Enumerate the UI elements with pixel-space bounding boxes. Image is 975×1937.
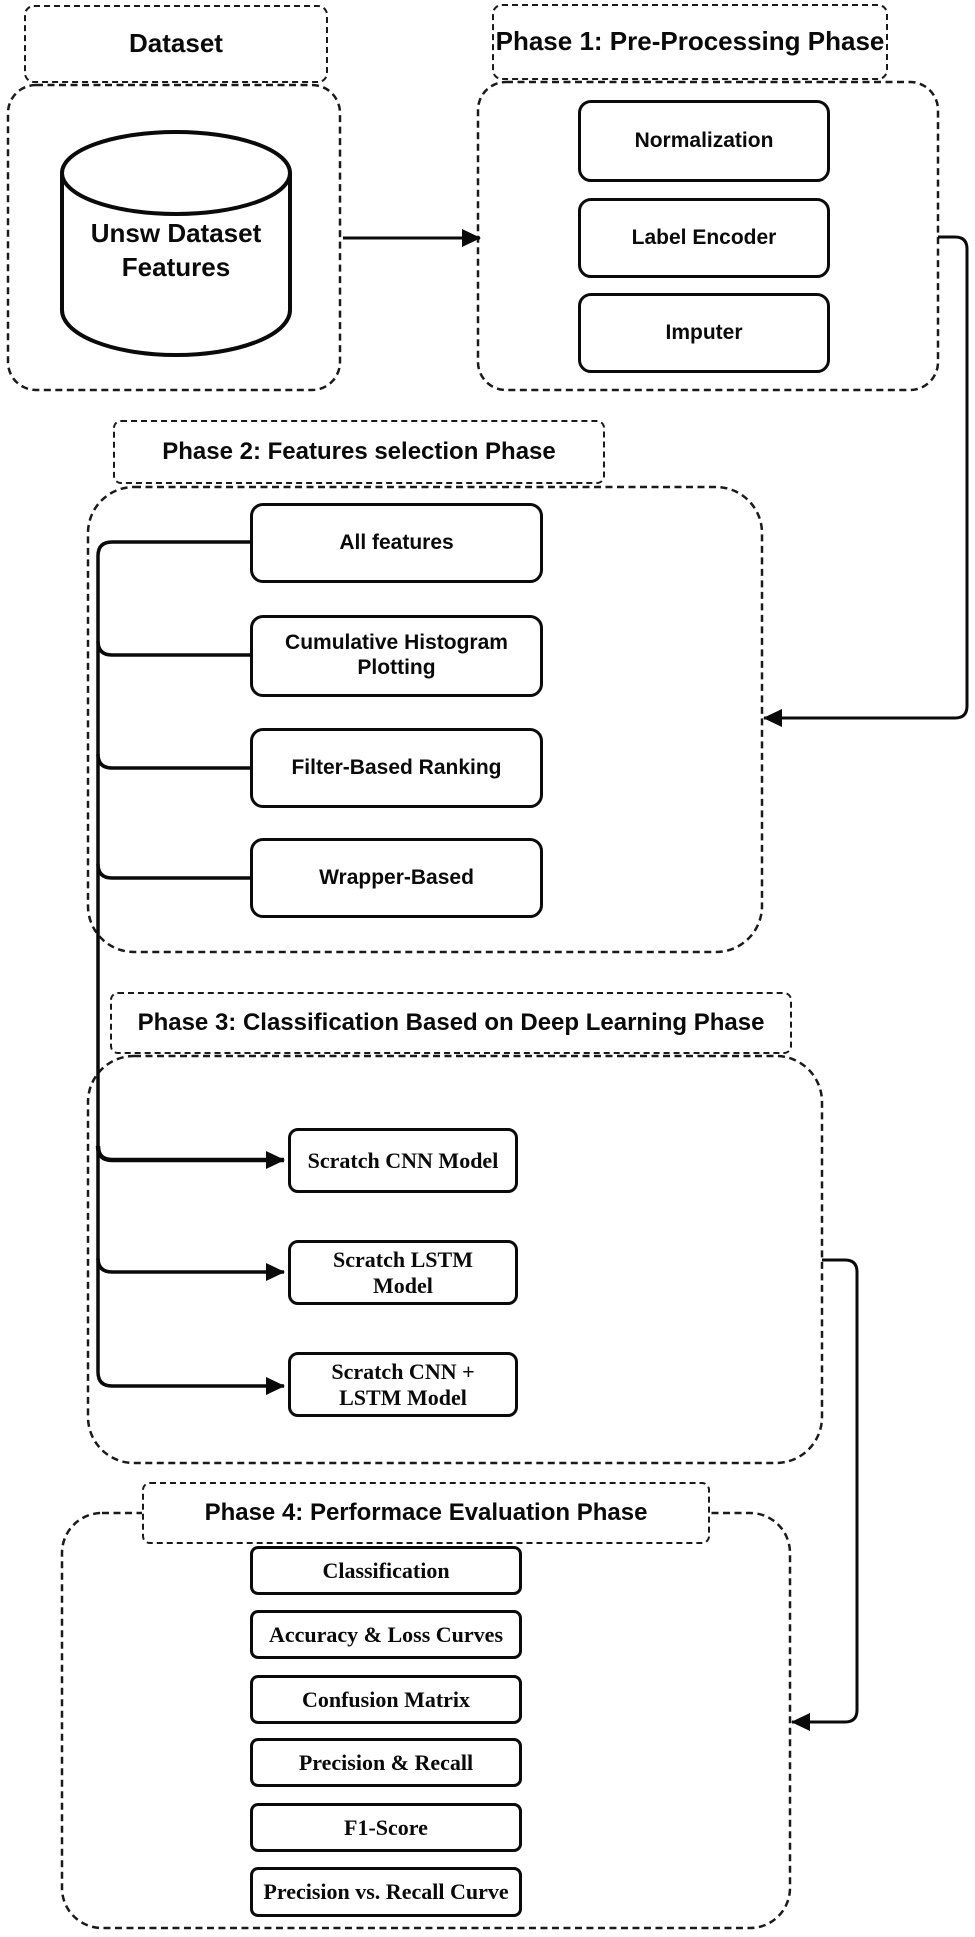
phase4-header: Phase 4: Performace Evaluation Phase — [142, 1482, 710, 1544]
branch-wrapper-based — [96, 863, 250, 880]
cylinder-label-line1: Unsw Dataset — [90, 218, 262, 248]
box-scratch-cnn: Scratch CNN Model — [288, 1128, 518, 1193]
cylinder-label: Unsw Dataset Features — [62, 216, 290, 284]
branch-cumulative-histogram — [96, 640, 250, 657]
arrow-to-scratch-lstm — [96, 1257, 285, 1281]
trunk-line-with-top-bottom-branches — [96, 540, 285, 1395]
box-confusion-matrix: Confusion Matrix — [250, 1675, 522, 1724]
box-accuracy-loss-curves: Accuracy & Loss Curves — [250, 1610, 522, 1659]
database-cylinder-icon — [60, 173, 292, 357]
box-f1-score: F1-Score — [250, 1803, 522, 1852]
box-precision-recall: Precision & Recall — [250, 1738, 522, 1787]
box-scratch-cnn-lstm: Scratch CNN + LSTM Model — [288, 1352, 518, 1417]
branch-filter-based — [96, 753, 250, 770]
database-cylinder-top-icon — [60, 130, 292, 216]
phase2-header: Phase 2: Features selection Phase — [113, 420, 605, 484]
arrow-phase3-to-phase4 — [791, 1258, 859, 1731]
box-wrapper-based: Wrapper-Based — [250, 838, 543, 918]
box-imputer: Imputer — [578, 293, 830, 373]
box-filter-based-ranking: Filter-Based Ranking — [250, 728, 543, 808]
arrow-to-scratch-cnn — [95, 1145, 285, 1169]
arrow-phase1-to-phase2 — [763, 235, 969, 727]
box-scratch-lstm: Scratch LSTM Model — [288, 1240, 518, 1305]
phase1-header: Phase 1: Pre-Processing Phase — [492, 4, 888, 80]
dataset-title-box: Dataset — [24, 5, 328, 83]
box-all-features: All features — [250, 503, 543, 583]
box-precision-vs-recall-curve: Precision vs. Recall Curve — [250, 1867, 522, 1917]
box-classification: Classification — [250, 1546, 522, 1595]
phase3-container — [86, 1054, 824, 1465]
dataset-container — [6, 83, 342, 392]
box-label-encoder: Label Encoder — [578, 198, 830, 278]
phase3-header: Phase 3: Classification Based on Deep Le… — [110, 992, 792, 1054]
phase2-container — [86, 485, 764, 954]
box-normalization: Normalization — [578, 100, 830, 182]
box-cumulative-histogram: Cumulative Histogram Plotting — [250, 615, 543, 697]
cylinder-label-line2: Features — [121, 252, 231, 282]
